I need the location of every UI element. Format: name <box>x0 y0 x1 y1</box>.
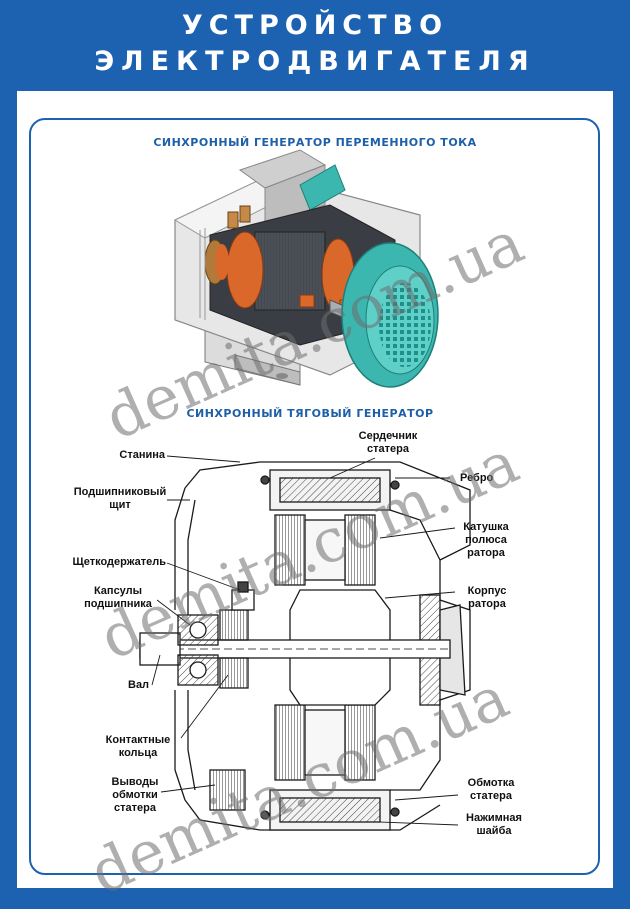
label-rebro: Ребро <box>460 472 494 484</box>
label-korpus: Корпус ратора <box>452 585 522 611</box>
label-serdechnik-line1: Сердечник <box>358 430 418 442</box>
label-shayba-line2: шайба <box>476 825 512 837</box>
label-katushka: Катушка полюса ратора <box>448 521 524 560</box>
leader-lines <box>151 455 459 826</box>
label-serdechnik-line2: статера <box>367 443 409 455</box>
label-kapsuly: Капсулы подшипника <box>78 585 158 611</box>
label-kapsuly-line2: подшипника <box>84 598 152 610</box>
label-obmotka: Обмотка статера <box>452 777 530 803</box>
label-korpus-line1: Корпус <box>467 585 507 597</box>
label-shayba-line1: Нажимная <box>466 812 522 824</box>
rounded-frame <box>29 118 600 875</box>
label-kolca: Контактные кольца <box>96 734 180 760</box>
label-shchetkoderzhatel: Щеткодержатель <box>72 556 166 568</box>
label-stanina: Станина <box>119 449 165 461</box>
label-korpus-line2: ратора <box>468 598 506 610</box>
label-katushka-line2: полюса <box>465 534 507 546</box>
caption-ac-generator: СИНХРОННЫЙ ГЕНЕРАТОР ПЕРЕМЕННОГО ТОКА <box>153 136 477 149</box>
label-shchit: Подшипниковый щит <box>62 486 178 512</box>
header-banner: УСТРОЙСТВО ЭЛЕКТРОДВИГАТЕЛЯ <box>0 0 630 88</box>
label-kolca-line2: кольца <box>118 747 158 759</box>
label-shayba: Нажимная шайба <box>452 812 536 838</box>
label-vyvody-line2: обмотки <box>112 789 158 801</box>
label-obmotka-line1: Обмотка <box>467 777 515 789</box>
label-vyvody-line1: Выводы <box>111 776 159 788</box>
label-val: Вал <box>128 679 150 691</box>
title-line-1: УСТРОЙСТВО <box>181 10 449 41</box>
label-obmotka-line2: статера <box>470 790 512 802</box>
label-katushka-line1: Катушка <box>463 521 509 533</box>
label-shchit-line2: щит <box>109 499 131 511</box>
ac-generator-illustration <box>173 149 439 388</box>
caption-traction-generator: СИНХРОННЫЙ ТЯГОВЫЙ ГЕНЕРАТОР <box>186 407 434 420</box>
label-katushka-line3: ратора <box>467 547 505 559</box>
label-serdechnik: Сердечник статера <box>348 430 428 456</box>
title-line-2: ЭЛЕКТРОДВИГАТЕЛЯ <box>94 46 536 77</box>
label-kapsuly-line1: Капсулы <box>93 585 143 597</box>
label-vyvody: Выводы обмотки статера <box>104 776 166 815</box>
label-vyvody-line3: статера <box>114 802 156 814</box>
label-shchit-line1: Подшипниковый <box>73 486 167 498</box>
traction-generator-section <box>139 461 471 831</box>
label-kolca-line1: Контактные <box>105 734 171 746</box>
